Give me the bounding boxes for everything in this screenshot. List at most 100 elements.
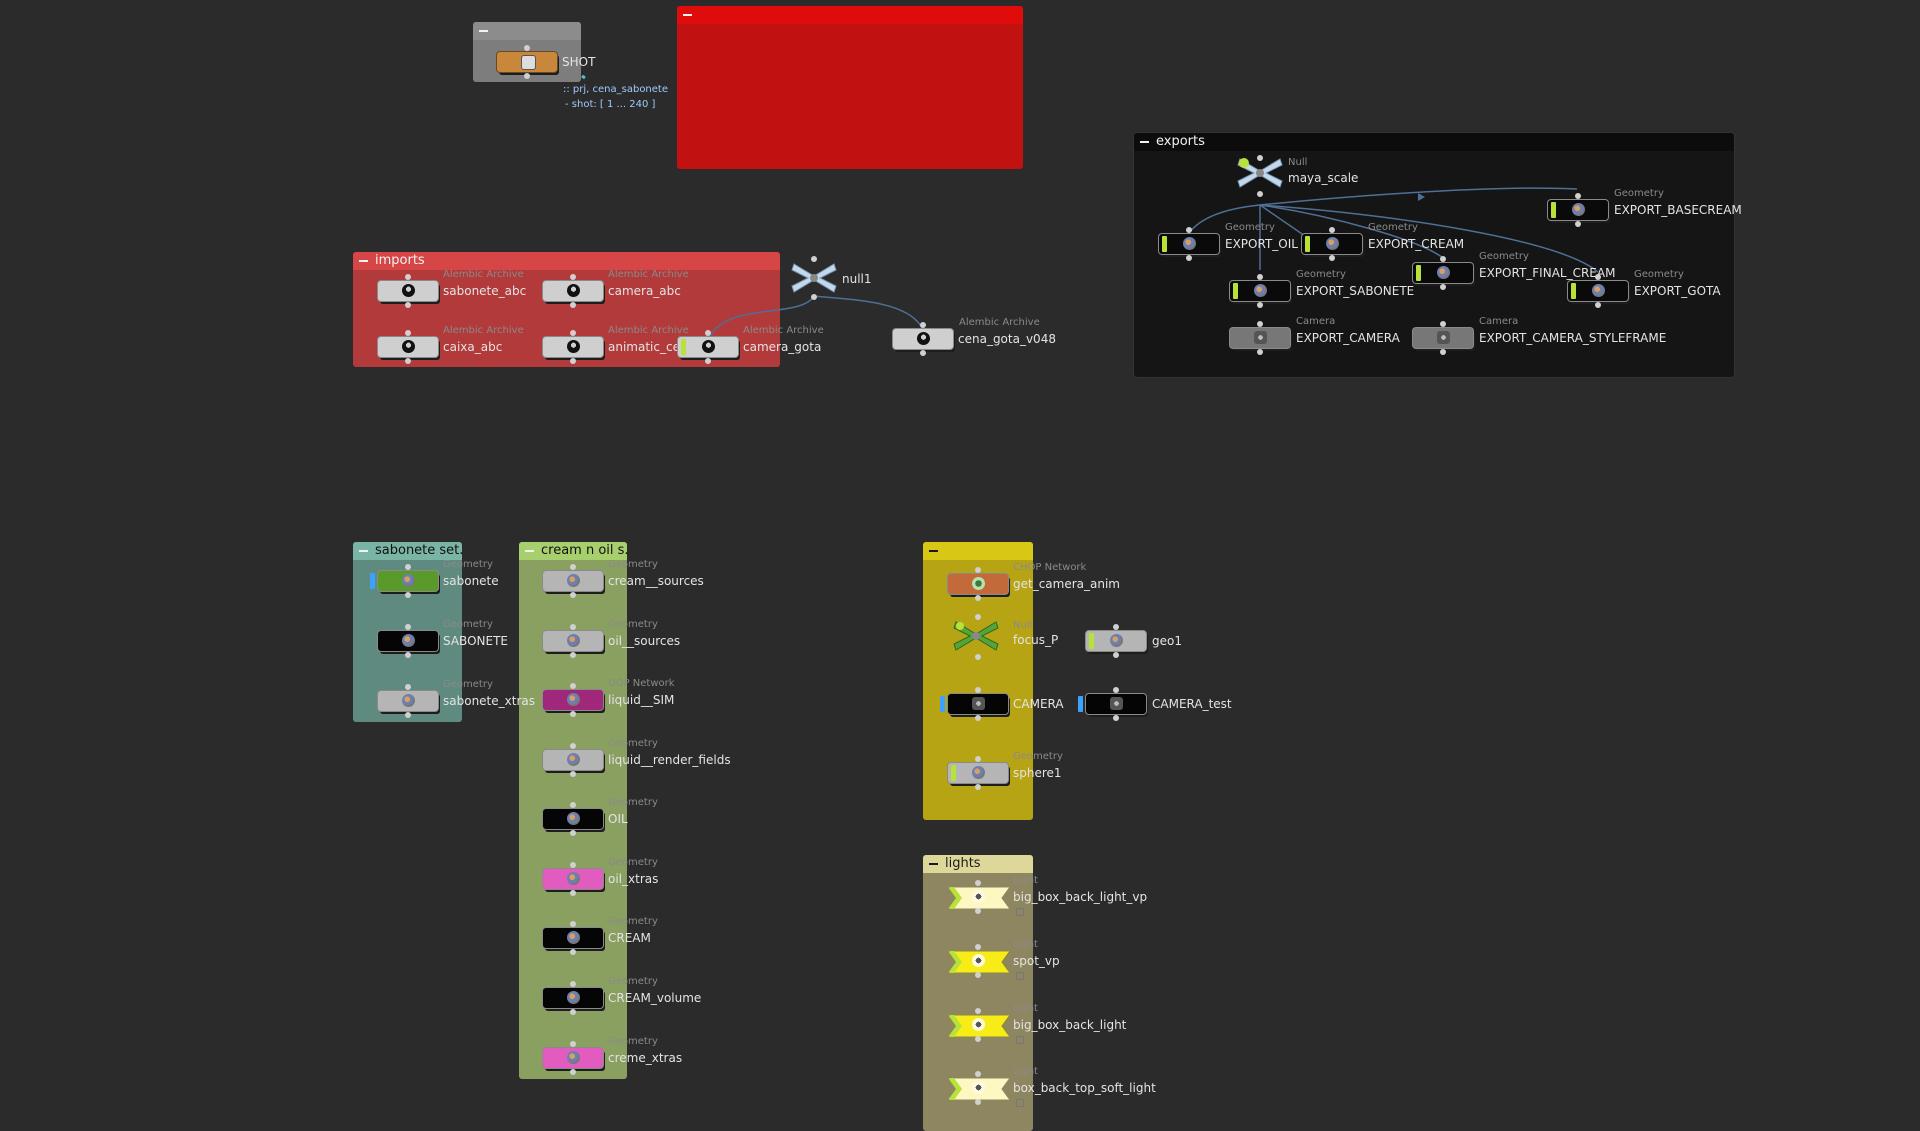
output-connector[interactable] [570, 1009, 576, 1015]
lights-box-title[interactable]: lights [923, 855, 1033, 873]
render-flag[interactable] [1078, 696, 1083, 712]
input-connector[interactable] [570, 802, 576, 808]
input-connector[interactable] [405, 274, 411, 280]
camera-box-header[interactable] [923, 542, 1033, 560]
display-flag[interactable] [1089, 633, 1094, 649]
input-connector[interactable] [570, 921, 576, 927]
display-flag[interactable] [681, 339, 686, 355]
output-connector[interactable] [975, 715, 981, 721]
output-connector[interactable] [570, 302, 576, 308]
input-connector[interactable] [975, 944, 981, 950]
shot-box-header[interactable] [473, 22, 581, 40]
input-connector[interactable] [1113, 687, 1119, 693]
display-flag[interactable] [1233, 283, 1238, 299]
cream-box-title[interactable]: cream n oil s... [519, 542, 627, 560]
exports-box-title[interactable]: exports [1134, 133, 1734, 151]
output-connector[interactable] [1113, 715, 1119, 721]
input-connector[interactable] [570, 564, 576, 570]
output-connector[interactable] [1257, 191, 1263, 197]
output-connector[interactable] [405, 592, 411, 598]
display-flag[interactable] [951, 765, 956, 781]
output-connector[interactable] [524, 73, 530, 79]
output-connector[interactable] [405, 712, 411, 718]
input-connector[interactable] [405, 684, 411, 690]
output-connector[interactable] [405, 652, 411, 658]
display-flag[interactable] [1162, 236, 1167, 252]
display-flag[interactable] [1305, 236, 1310, 252]
input-connector[interactable] [1113, 624, 1119, 630]
output-connector[interactable] [570, 949, 576, 955]
render-flag[interactable] [940, 696, 945, 712]
input-connector[interactable] [1257, 155, 1263, 161]
output-connector[interactable] [975, 595, 981, 601]
input-connector[interactable] [975, 1071, 981, 1077]
output-connector[interactable] [1440, 284, 1446, 290]
input-connector[interactable] [975, 1008, 981, 1014]
input-connector[interactable] [975, 614, 981, 620]
display-flag[interactable] [1571, 283, 1576, 299]
input-connector[interactable] [570, 624, 576, 630]
input-connector[interactable] [1440, 256, 1446, 262]
input-connector[interactable] [1329, 227, 1335, 233]
input-connector[interactable] [570, 862, 576, 868]
output-connector[interactable] [570, 652, 576, 658]
output-connector[interactable] [975, 908, 981, 914]
output-connector[interactable] [570, 711, 576, 717]
display-flag[interactable] [1416, 265, 1421, 281]
input-connector[interactable] [405, 330, 411, 336]
output-connector[interactable] [570, 830, 576, 836]
output-connector[interactable] [705, 358, 711, 364]
input-connector[interactable] [975, 687, 981, 693]
input-connector[interactable] [570, 330, 576, 336]
input-connector[interactable] [920, 322, 926, 328]
output-connector[interactable] [811, 294, 817, 300]
output-connector[interactable] [975, 654, 981, 660]
input-connector[interactable] [570, 1041, 576, 1047]
output-connector[interactable] [405, 358, 411, 364]
input-connector[interactable] [975, 756, 981, 762]
input-connector[interactable] [975, 567, 981, 573]
output-connector[interactable] [975, 784, 981, 790]
input-connector[interactable] [405, 624, 411, 630]
input-connector[interactable] [811, 256, 817, 262]
output-connector[interactable] [975, 1036, 981, 1042]
output-connector[interactable] [1257, 302, 1263, 308]
output-connector[interactable] [920, 350, 926, 356]
input-connector[interactable] [1440, 321, 1446, 327]
display-flag[interactable] [1551, 202, 1556, 218]
output-connector[interactable] [1186, 255, 1192, 261]
output-connector[interactable] [570, 1069, 576, 1075]
red-network-box[interactable] [677, 6, 1023, 169]
input-connector[interactable] [705, 330, 711, 336]
output-connector[interactable] [1257, 349, 1263, 355]
input-connector[interactable] [1595, 274, 1601, 280]
input-connector[interactable] [570, 981, 576, 987]
output-connector[interactable] [405, 302, 411, 308]
sabonete-box-title[interactable]: sabonete set... [353, 542, 462, 560]
input-connector[interactable] [1186, 227, 1192, 233]
render-flag[interactable] [370, 573, 375, 589]
shot-box[interactable] [473, 22, 581, 82]
input-connector[interactable] [570, 683, 576, 689]
output-connector[interactable] [1595, 302, 1601, 308]
input-connector[interactable] [975, 880, 981, 886]
input-connector[interactable] [570, 274, 576, 280]
output-connector[interactable] [1440, 349, 1446, 355]
imports-box-title[interactable]: imports [353, 252, 780, 270]
output-connector[interactable] [1329, 255, 1335, 261]
input-connector[interactable] [1575, 193, 1581, 199]
output-connector[interactable] [975, 972, 981, 978]
output-connector[interactable] [570, 771, 576, 777]
input-connector[interactable] [1257, 274, 1263, 280]
output-connector[interactable] [570, 358, 576, 364]
input-connector[interactable] [524, 45, 530, 51]
output-connector[interactable] [1113, 652, 1119, 658]
output-connector[interactable] [1575, 221, 1581, 227]
input-connector[interactable] [1257, 321, 1263, 327]
output-connector[interactable] [570, 592, 576, 598]
input-connector[interactable] [405, 564, 411, 570]
red-network-box-header[interactable] [677, 6, 1023, 24]
input-connector[interactable] [570, 743, 576, 749]
output-connector[interactable] [570, 890, 576, 896]
output-connector[interactable] [975, 1099, 981, 1105]
